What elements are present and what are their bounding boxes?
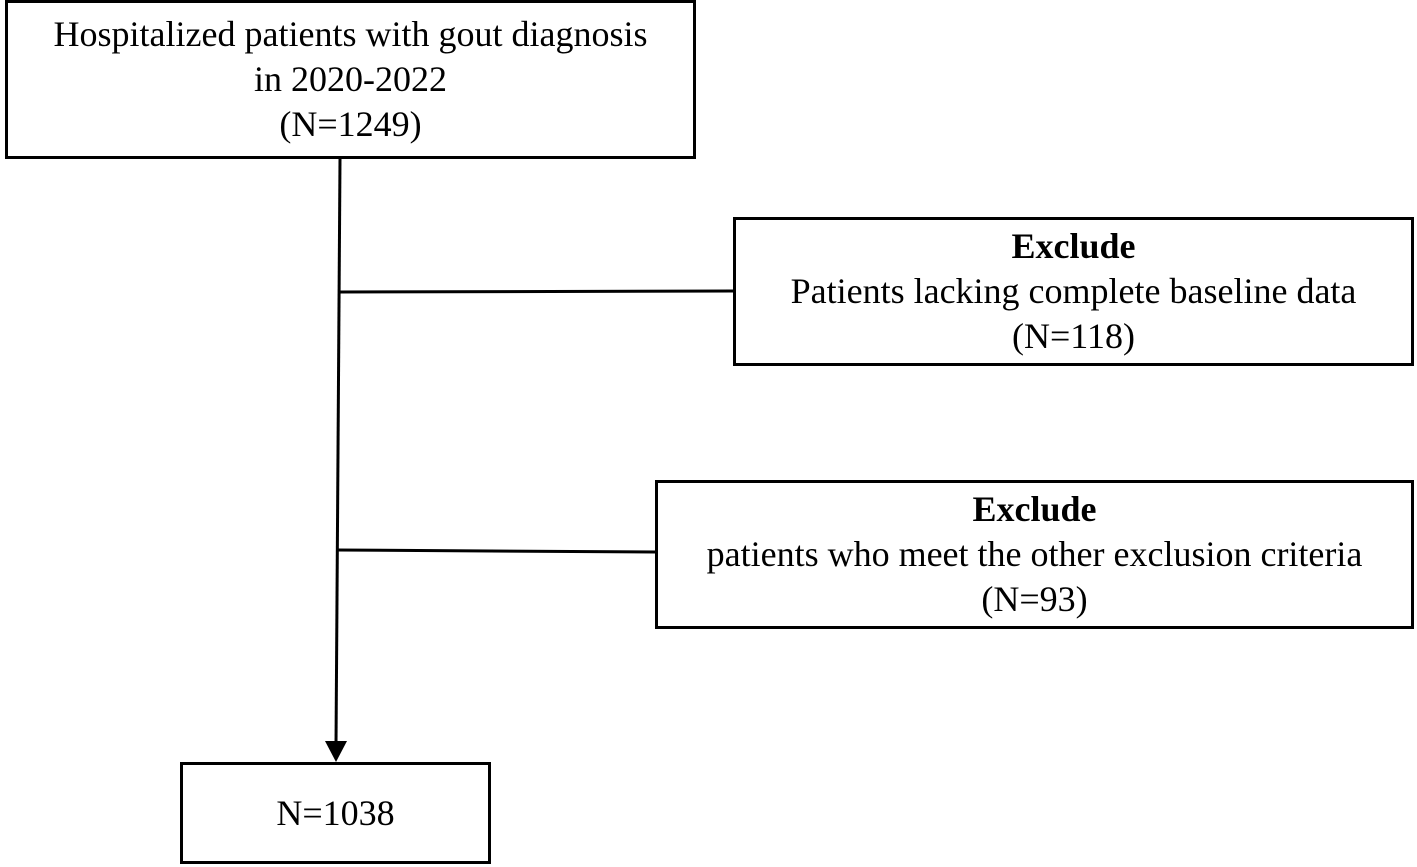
branch-line-exclusion-1 <box>338 289 734 294</box>
box-exclusion-baseline-data: Exclude Patients lacking complete baseli… <box>733 217 1414 366</box>
arrowhead-down-icon <box>325 741 347 762</box>
box-final-cohort: N=1038 <box>180 762 491 864</box>
branch-line-exclusion-2 <box>336 548 656 554</box>
exclusion-1-heading: Exclude <box>1011 226 1136 266</box>
exclusion-1-reason: Patients lacking complete baseline data <box>790 271 1357 311</box>
final-count: N=1038 <box>276 792 395 833</box>
box-exclusion-other-criteria: Exclude patients who meet the other excl… <box>655 480 1414 629</box>
exclusion-1-count: (N=118) <box>1012 316 1135 356</box>
start-line-1: Hospitalized patients with gout diagnosi… <box>53 14 648 54</box>
main-vertical-line <box>334 158 342 746</box>
exclusion-2-heading: Exclude <box>972 489 1097 529</box>
exclusion-2-count: (N=93) <box>981 579 1088 619</box>
start-count: (N=1249) <box>279 104 422 144</box>
box-hospitalized-patients: Hospitalized patients with gout diagnosi… <box>5 0 696 159</box>
exclusion-2-reason: patients who meet the other exclusion cr… <box>706 534 1363 574</box>
start-line-2: in 2020-2022 <box>254 59 447 99</box>
